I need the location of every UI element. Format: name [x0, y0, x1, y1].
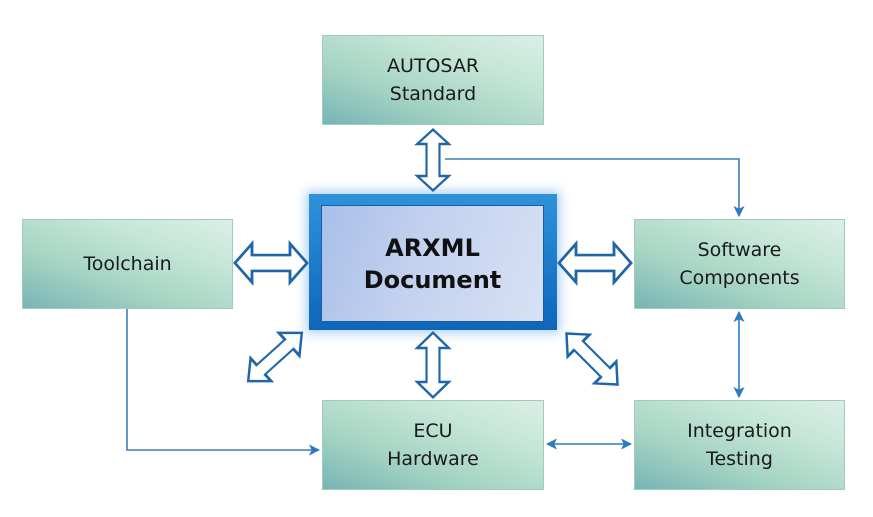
node-label: ECU Hardware: [387, 420, 479, 470]
node-software-components[interactable]: Software Components: [634, 219, 845, 309]
node-label: Toolchain: [83, 253, 172, 275]
double-arrow-center-autosar: [415, 128, 451, 192]
center-inner-panel: ARXML Document: [321, 205, 544, 322]
double-arrow-center-toolchain: [233, 242, 309, 284]
node-integration-testing[interactable]: Integration Testing: [634, 400, 845, 490]
node-toolchain[interactable]: Toolchain: [22, 219, 233, 309]
node-autosar-standard[interactable]: AUTOSAR Standard: [322, 35, 544, 125]
double-arrow-center-ecu-hardware: [415, 331, 451, 399]
node-label: Software Components: [679, 239, 800, 289]
center-label: ARXML Document: [363, 233, 502, 294]
node-label: AUTOSAR Standard: [386, 55, 480, 105]
double-arrow-center-software-components: [557, 242, 633, 284]
line-toolchain-to-ecu-hardware: [126, 309, 321, 456]
double-arrow-center-lower-left: [236, 320, 314, 394]
node-label: Integration Testing: [687, 420, 792, 470]
node-arxml-document[interactable]: ARXML Document: [309, 194, 557, 330]
double-arrow-center-lower-right: [554, 321, 630, 397]
node-ecu-hardware[interactable]: ECU Hardware: [322, 400, 544, 490]
